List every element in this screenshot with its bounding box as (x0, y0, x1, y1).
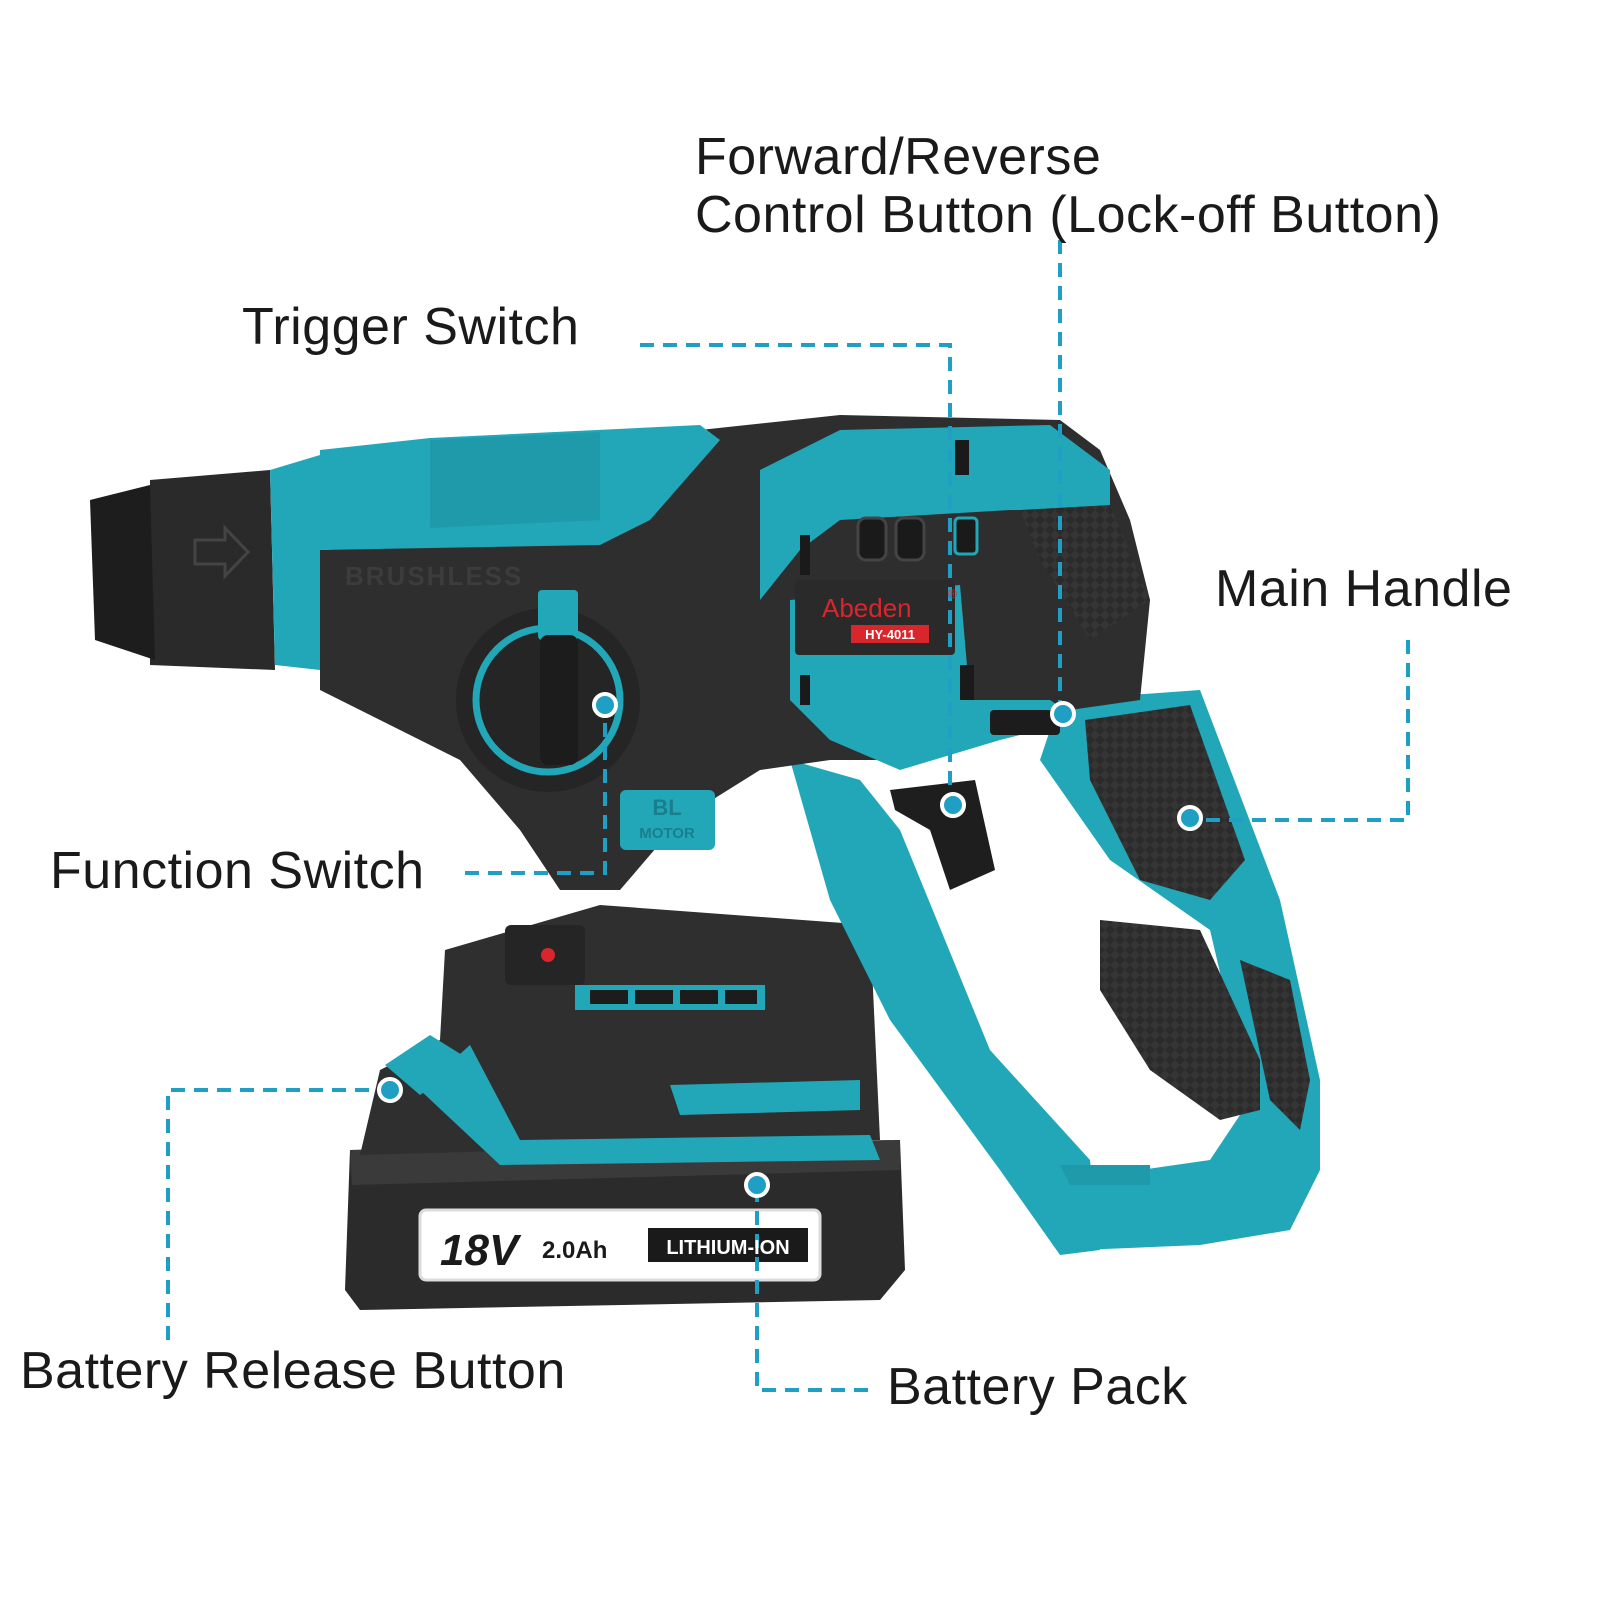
battery-pack (345, 1140, 905, 1310)
dot-main-handle (1177, 805, 1203, 831)
lock-off-button (990, 710, 1060, 735)
dot-battery-pack (744, 1172, 770, 1198)
leader-trigger (640, 343, 952, 805)
lithium-ion-badge (648, 1228, 808, 1262)
leader-battery-pack (755, 1187, 868, 1392)
leader-battery-release (166, 1088, 390, 1340)
main-handle (790, 690, 1320, 1255)
callout-forward-reverse: Forward/Reverse Control Button (Lock-off… (695, 128, 1441, 244)
callout-function-switch: Function Switch (50, 842, 425, 900)
model-text: HY-4011 (865, 627, 915, 642)
bl-motor-badge (620, 790, 715, 850)
brand-registered-mark: ® (948, 587, 957, 601)
brand-text: Abeden (822, 593, 912, 623)
leader-function (465, 705, 607, 875)
dot-forward-reverse (1050, 701, 1076, 727)
callout-forward-reverse-line1: Forward/Reverse (695, 128, 1102, 186)
callout-main-handle: Main Handle (1215, 560, 1513, 618)
function-switch (456, 590, 715, 850)
chuck (90, 455, 320, 670)
battery-mount (360, 905, 880, 1165)
leader-lines (166, 240, 1410, 1392)
dot-function (592, 692, 618, 718)
callout-battery-release-button: Battery Release Button (20, 1342, 566, 1400)
motor-badge-top: BL (652, 795, 681, 820)
leader-main-handle (1190, 640, 1410, 822)
leader-dots (377, 692, 1203, 1198)
callout-forward-reverse-line2: Control Button (Lock-off Button) (695, 186, 1442, 244)
battery-voltage-text: 18V (440, 1226, 522, 1275)
callout-trigger-switch: Trigger Switch (242, 298, 580, 356)
dot-trigger (940, 792, 966, 818)
battery-release-button (385, 1035, 470, 1095)
tool-body (320, 415, 1150, 890)
battery-capacity-text: 2.0Ah (542, 1237, 607, 1264)
motor-badge-bottom: MOTOR (639, 825, 695, 842)
callout-battery-pack: Battery Pack (887, 1358, 1188, 1416)
battery-chemistry-text: LITHIUM-ION (666, 1237, 789, 1259)
dot-battery-release (377, 1077, 403, 1103)
trigger-switch (890, 780, 995, 890)
brushless-text: BRUSHLESS (345, 561, 523, 591)
